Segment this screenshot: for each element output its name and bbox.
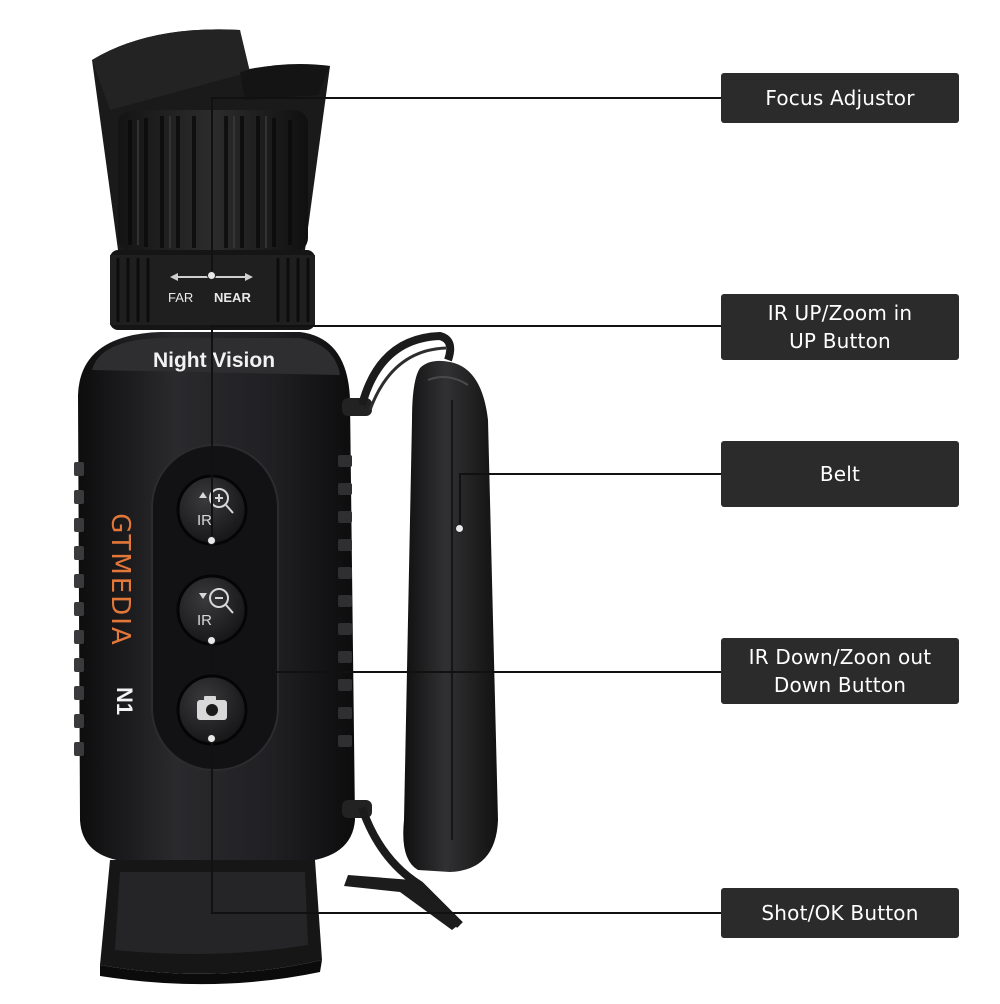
leader-irup-vertical bbox=[211, 325, 213, 540]
wrist-strap bbox=[344, 331, 498, 930]
leader-focus-vertical bbox=[211, 97, 213, 277]
leader-shot-horizontal bbox=[211, 912, 722, 914]
callout-belt-line1: Belt bbox=[819, 462, 861, 486]
callout-focus-adjustor: Focus Adjustor bbox=[721, 73, 959, 123]
callout-shot-ok: Shot/OK Button bbox=[721, 888, 959, 938]
callout-ir-up-line1: IR UP/Zoom in bbox=[767, 301, 913, 325]
night-vision-label: Night Vision bbox=[152, 349, 276, 372]
lens-hood bbox=[100, 860, 322, 985]
camera-icon bbox=[197, 696, 227, 720]
leader-shot-vertical bbox=[211, 738, 213, 913]
button-down-ir-label: IR bbox=[197, 612, 212, 629]
leader-belt-vertical bbox=[459, 473, 461, 528]
leader-irup-horizontal bbox=[211, 325, 722, 327]
callout-ir-down-line1: IR Down/Zoon out bbox=[748, 645, 932, 669]
button-up-ir-label: IR bbox=[197, 512, 212, 529]
shot-ok-button bbox=[176, 674, 248, 746]
focus-far-label: FAR bbox=[168, 290, 194, 305]
callout-shot-ok-line1: Shot/OK Button bbox=[761, 901, 919, 925]
leader-focus-horizontal bbox=[211, 97, 722, 99]
anchor-dot-irup bbox=[207, 536, 216, 545]
anchor-dot-belt bbox=[455, 524, 464, 533]
callout-ir-up-line2: UP Button bbox=[789, 329, 891, 353]
leader-irdown-vertical bbox=[211, 640, 213, 672]
ir-down-zoom-out-button bbox=[176, 574, 248, 646]
callout-ir-down-line2: Down Button bbox=[773, 673, 907, 697]
anchor-dot-shot bbox=[207, 734, 216, 743]
callout-focus-adjustor-line1: Focus Adjustor bbox=[765, 86, 915, 110]
focus-near-label: NEAR bbox=[214, 290, 251, 305]
anchor-dot-irdown bbox=[207, 636, 216, 645]
leader-belt-horizontal bbox=[459, 473, 722, 475]
callout-ir-down-zoom-out: IR Down/Zoon out Down Button bbox=[721, 638, 959, 704]
callout-belt: Belt bbox=[721, 441, 959, 507]
eyecup bbox=[92, 29, 330, 252]
model-label: N1 bbox=[112, 686, 138, 716]
leader-irdown-horizontal bbox=[211, 671, 722, 673]
callout-ir-up-zoom-in: IR UP/Zoom in UP Button bbox=[721, 294, 959, 360]
anchor-dot-focus bbox=[207, 271, 216, 280]
brand-logo: GTMEDIA bbox=[105, 513, 135, 647]
